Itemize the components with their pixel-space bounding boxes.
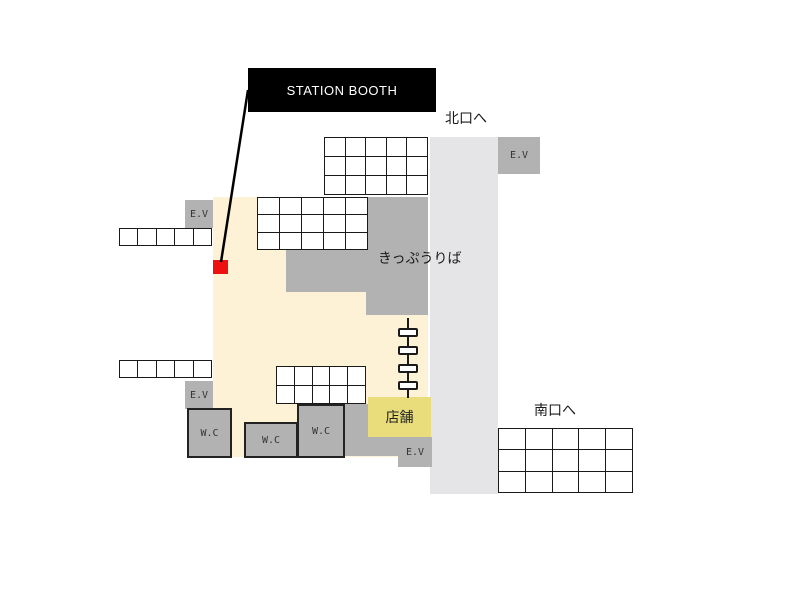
restroom-right: W.C	[297, 404, 345, 458]
north-south-corridor	[430, 137, 498, 494]
station-booth-label: STATION BOOTH	[248, 68, 436, 112]
ticket-office-block-top	[366, 197, 428, 315]
elevator-west-lower: E.V	[185, 381, 213, 409]
restroom-middle: W.C	[244, 422, 298, 458]
shop-area: 店舗	[368, 397, 431, 437]
gate-rung-3	[398, 364, 418, 373]
ticket-office-block-left	[286, 250, 366, 292]
stairs-bottom-middle	[276, 366, 366, 404]
station-booth-marker[interactable]	[213, 260, 228, 274]
stairs-top-left	[257, 197, 368, 250]
gate-rung-2	[398, 346, 418, 355]
elevator-west-upper: E.V	[185, 200, 213, 228]
ticket-office-label: きっぷうりば	[378, 250, 462, 266]
south-exit-label: 南口へ	[534, 402, 576, 418]
stairs-west-upper	[119, 228, 212, 246]
stairs-west-lower	[119, 360, 212, 378]
gate-rung-1	[398, 328, 418, 337]
stairs-south-exit	[498, 428, 633, 493]
gate-rung-4	[398, 381, 418, 390]
elevator-south: E.V	[398, 437, 432, 467]
restroom-left: W.C	[187, 408, 232, 458]
stairs-top-right	[324, 137, 428, 195]
elevator-north: E.V	[498, 137, 540, 174]
gate-line	[407, 318, 409, 398]
north-exit-label: 北口へ	[445, 110, 487, 126]
